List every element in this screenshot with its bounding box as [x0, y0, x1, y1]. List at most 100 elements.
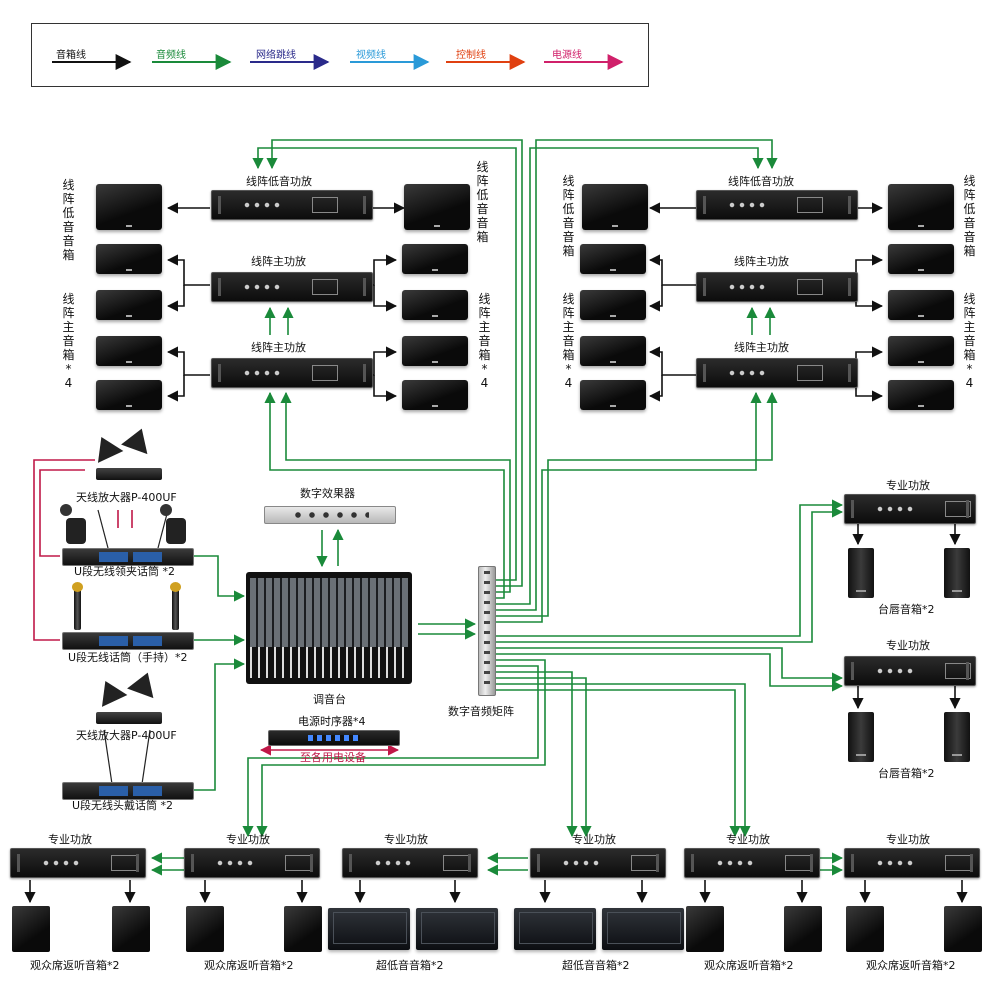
label-sub-speaker-left-1: 线阵低音音箱	[62, 178, 75, 262]
line-array-main-speaker-r7	[888, 336, 954, 366]
label-antenna-amp-2: 天线放大器P-400UF	[76, 729, 177, 742]
line-array-main-speaker-l6	[402, 290, 468, 320]
label-sequencer: 电源时序器*4	[298, 715, 366, 728]
stage-lip-speaker-1	[848, 548, 874, 598]
legend-label-network-wire: 网络跳线	[256, 50, 296, 61]
audience-return-speaker-2	[112, 906, 150, 952]
pro-amp-lip-2	[844, 656, 976, 686]
label-sub-speaker-right-2: 线阵低音音箱	[963, 174, 976, 258]
line-array-main-speaker-r5	[888, 244, 954, 274]
line-array-main-amp-left-2	[211, 358, 373, 388]
line-array-main-speaker-l4	[96, 380, 162, 410]
subwoofer-1	[328, 908, 410, 950]
stage-lip-speaker-4	[944, 712, 970, 762]
label-lav-mic: U段无线领夹话筒 *2	[74, 565, 176, 578]
line-array-sub-speaker-left-2	[404, 184, 470, 230]
line-array-main-speaker-l5	[402, 244, 468, 274]
label-stage-lip-1: 台唇音箱*2	[878, 603, 935, 616]
label-stage-lip-2: 台唇音箱*2	[878, 767, 935, 780]
label-pro-amp-b4: 专业功放	[572, 833, 616, 846]
line-array-main-speaker-r2	[580, 290, 646, 320]
pro-amp-bottom-2	[184, 848, 320, 878]
label-pro-amp-b6: 专业功放	[886, 833, 930, 846]
label-to-power: 至各用电设备	[300, 751, 366, 764]
audience-return-speaker-5	[686, 906, 724, 952]
lavalier-transmitter-2	[160, 504, 186, 544]
audience-return-speaker-1	[12, 906, 50, 952]
line-array-main-speaker-r4	[580, 380, 646, 410]
label-headset-mic: U段无线头戴话筒 *2	[72, 799, 174, 812]
line-array-main-amp-right-2	[696, 358, 858, 388]
subwoofer-3	[514, 908, 596, 950]
mixing-console	[246, 572, 412, 684]
antenna-amp-2	[96, 712, 162, 724]
label-sub-speaker-right-1: 线阵低音音箱	[562, 174, 575, 258]
label-subwoofer-2: 超低音音箱*2	[562, 959, 630, 972]
line-array-main-speaker-l7	[402, 336, 468, 366]
label-pro-amp-lip-1: 专业功放	[886, 479, 930, 492]
legend-label-speaker-wire: 音箱线	[56, 50, 86, 61]
pro-amp-bottom-6	[844, 848, 980, 878]
label-audience-return-2: 观众席返听音箱*2	[204, 959, 294, 972]
antenna-amp-1	[96, 468, 162, 480]
label-handheld-mic: U段无线话筒（手持）*2	[68, 651, 188, 664]
stage-lip-speaker-3	[848, 712, 874, 762]
digital-audio-matrix	[478, 566, 496, 696]
power-sequencer	[268, 730, 400, 746]
label-audience-return-3: 观众席返听音箱*2	[704, 959, 794, 972]
line-array-main-speaker-l8	[402, 380, 468, 410]
legend-label-audio-wire: 音频线	[156, 50, 186, 61]
label-audience-return-4: 观众席返听音箱*2	[866, 959, 956, 972]
label-sub-amp-left: 线阵低音功放	[246, 175, 312, 188]
label-main-speaker-right-1: 线阵主音箱*4	[562, 292, 575, 390]
handheld-mic-icon-1	[72, 582, 83, 630]
legend-label-video-wire: 视频线	[356, 50, 386, 61]
stage-lip-speaker-2	[944, 548, 970, 598]
label-main-amp-right-2: 线阵主功放	[734, 341, 789, 354]
legend-label-power-wire: 电源线	[552, 50, 582, 61]
label-sub-speaker-left-2: 线阵低音音箱	[476, 160, 489, 244]
handheld-mic-icon-2	[170, 582, 181, 630]
subwoofer-2	[416, 908, 498, 950]
label-pro-amp-lip-2: 专业功放	[886, 639, 930, 652]
line-array-main-speaker-r1	[580, 244, 646, 274]
line-array-sub-amp-right	[696, 190, 858, 220]
legend-box: 音箱线 音频线 网络跳线 视频线 控制线 电源线	[31, 23, 649, 87]
label-main-speaker-left-1: 线阵主音箱*4	[62, 292, 75, 390]
line-array-sub-amp-left	[211, 190, 373, 220]
line-array-main-amp-left-1	[211, 272, 373, 302]
label-antenna-amp-1: 天线放大器P-400UF	[76, 491, 177, 504]
line-array-main-speaker-r6	[888, 290, 954, 320]
label-main-speaker-left-2: 线阵主音箱*4	[478, 292, 491, 390]
line-array-main-speaker-l3	[96, 336, 162, 366]
label-main-speaker-right-2: 线阵主音箱*4	[963, 292, 976, 390]
label-pro-amp-b5: 专业功放	[726, 833, 770, 846]
label-pro-amp-b1: 专业功放	[48, 833, 92, 846]
legend-arrows	[52, 54, 624, 70]
lavalier-transmitter-1	[60, 504, 86, 544]
line-array-main-speaker-l2	[96, 290, 162, 320]
label-main-amp-left-1: 线阵主功放	[251, 255, 306, 268]
label-audience-return-1: 观众席返听音箱*2	[30, 959, 120, 972]
label-sub-amp-right: 线阵低音功放	[728, 175, 794, 188]
label-main-amp-right-1: 线阵主功放	[734, 255, 789, 268]
line-array-sub-speaker-left-1	[96, 184, 162, 230]
digital-effects-processor	[264, 506, 396, 524]
audience-return-speaker-8	[944, 906, 982, 952]
audience-return-speaker-4	[284, 906, 322, 952]
label-main-amp-left-2: 线阵主功放	[251, 341, 306, 354]
label-matrix: 数字音频矩阵	[448, 705, 514, 718]
audience-return-speaker-7	[846, 906, 884, 952]
label-subwoofer-1: 超低音音箱*2	[376, 959, 444, 972]
line-array-main-speaker-l1	[96, 244, 162, 274]
line-array-main-amp-right-1	[696, 272, 858, 302]
pro-amp-lip-1	[844, 494, 976, 524]
handheld-receiver	[62, 632, 194, 650]
label-fx: 数字效果器	[300, 487, 355, 500]
headset-receiver	[62, 782, 194, 800]
pro-amp-bottom-4	[530, 848, 666, 878]
pro-amp-bottom-5	[684, 848, 820, 878]
line-array-main-speaker-r8	[888, 380, 954, 410]
label-mixer: 调音台	[313, 693, 346, 706]
